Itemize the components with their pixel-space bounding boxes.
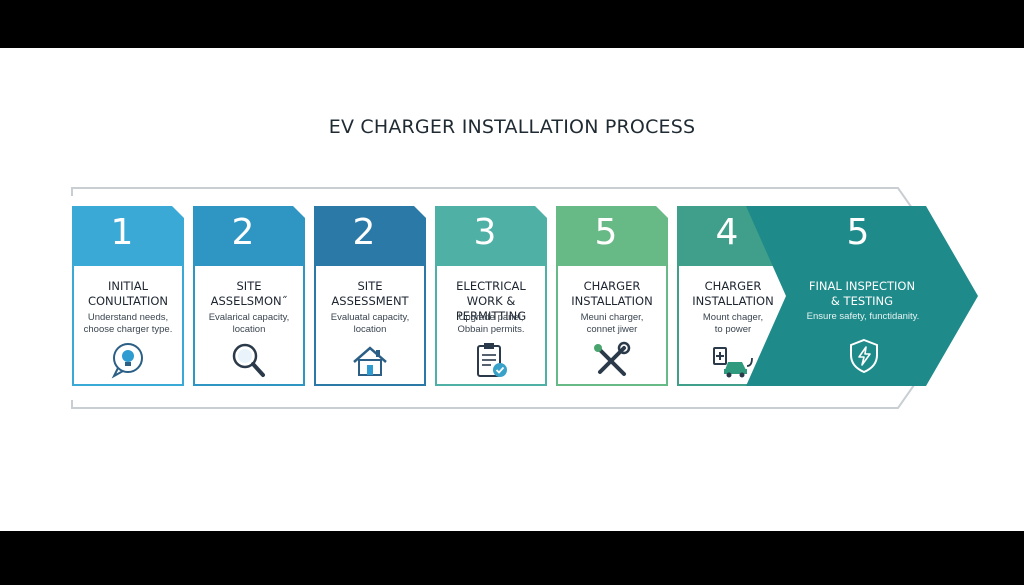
step-description-line-1: Meuni charger, <box>580 312 644 323</box>
ev-car-plug-icon <box>713 347 753 378</box>
step-header: 5 <box>556 206 668 266</box>
step-number: 3 <box>473 212 497 253</box>
step-description-line-1: Upgrade panel, <box>458 312 524 323</box>
diagram-title: EV CHARGER INSTALLATION PROCESS <box>328 116 696 138</box>
tools-icon <box>594 341 631 376</box>
step-description-line-1: Understand needs, <box>87 312 169 323</box>
step-description-line-2: Obbain permits. <box>457 324 525 335</box>
step-header: 3 <box>435 206 547 266</box>
house-icon <box>353 346 387 376</box>
step-description-line-1: Evaluatal capacity, <box>330 312 410 323</box>
clipboard-check-icon <box>477 343 507 377</box>
final-step-description: Ensure safety, functidanity. <box>806 311 920 322</box>
step-number: 2 <box>352 212 376 253</box>
step-heading-line-2: WORK & PERMITTING <box>455 294 527 323</box>
step-description: Evaluatal capacity,location <box>316 312 424 336</box>
shield-lightning-icon <box>850 338 878 374</box>
step-description-line-1: Mount chager, <box>702 312 764 323</box>
step-header: 2 <box>193 206 305 266</box>
step-header: 2 <box>314 206 426 266</box>
step-heading-line-1: ELECTRICAL <box>456 279 526 293</box>
step-number: 5 <box>594 212 618 253</box>
step-description: Understand needs,choose charger type. <box>74 312 182 336</box>
step-description-line-2: location <box>353 324 387 335</box>
step-description: Evalarical capacity,location <box>195 312 303 336</box>
step-description-line-2: choose charger type. <box>83 324 173 335</box>
step-heading-line-1: SITE <box>357 279 383 293</box>
step-heading-line-1: INITIAL <box>107 279 149 293</box>
magnifier-icon <box>232 343 265 377</box>
step-heading-line-2: CONULTATION <box>87 294 169 308</box>
step-heading-line-2: INSTALLATION <box>571 294 653 308</box>
final-heading-line-1: FINAL INSPECTION <box>808 279 916 293</box>
step-heading-line-1: SITE <box>236 279 262 293</box>
step-description-line-2: to power <box>714 324 752 335</box>
step-description: Mount chager,to power <box>679 312 787 336</box>
step-header: 1 <box>72 206 184 266</box>
final-step-number: 5 <box>846 212 870 253</box>
step-description: Meuni charger,connet jiwer <box>558 312 666 336</box>
lightbulb-chat-icon <box>111 343 143 379</box>
step-heading-line-2: ASSELSMON˝ <box>210 294 288 308</box>
step-description-line-2: connet jiwer <box>586 324 638 335</box>
step-number: 4 <box>715 212 739 253</box>
step-heading-line-2: ASSESSMENT <box>331 294 409 308</box>
step-description-line-2: location <box>232 324 266 335</box>
step-number: 2 <box>231 212 255 253</box>
step-description-line-1: Evalarical capacity, <box>208 312 290 323</box>
step-heading-line-1: CHARGER <box>583 279 641 293</box>
step-number: 1 <box>110 212 134 253</box>
step-heading-line-2: INSTALLATION <box>692 294 774 308</box>
final-step-heading: FINAL INSPECTION & TESTING <box>802 279 922 309</box>
step-description: Upgrade panel,Obbain permits. <box>437 312 545 336</box>
final-heading-line-2: & TESTING <box>830 294 894 308</box>
step-heading-line-1: CHARGER <box>704 279 762 293</box>
